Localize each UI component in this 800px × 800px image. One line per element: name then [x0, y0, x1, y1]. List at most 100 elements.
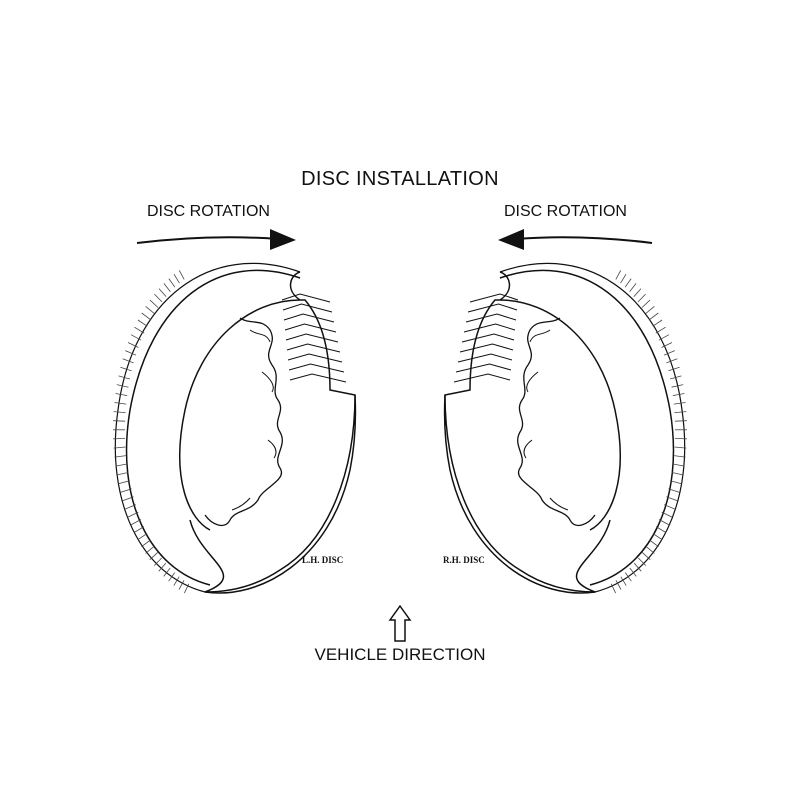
edge-hatch-line	[149, 299, 159, 308]
edge-hatch-line	[661, 511, 673, 518]
edge-hatch-line	[664, 504, 676, 510]
vane-line	[284, 323, 337, 333]
edge-hatch-line	[615, 580, 622, 590]
edge-hatch-line	[141, 539, 151, 548]
right-rotation-label: DISC ROTATION	[504, 203, 627, 220]
vane-line	[282, 303, 333, 313]
edge-hatch-line	[641, 299, 651, 308]
edge-hatch-line	[114, 455, 127, 458]
edge-hatch-line	[661, 342, 673, 348]
edge-hatch-line	[178, 270, 185, 280]
right-disc-illustration	[443, 262, 687, 594]
edge-hatch-line	[649, 539, 659, 548]
edge-hatch-line	[620, 576, 627, 586]
vane-line	[455, 363, 512, 373]
arrow-up-outline-icon	[388, 604, 412, 642]
edge-hatch-line	[673, 455, 686, 458]
edge-hatch-line	[620, 273, 627, 284]
edge-hatch-line	[127, 511, 139, 518]
lh-disc-label: L.H. DISC	[302, 555, 344, 565]
edge-hatch-line	[133, 526, 145, 533]
edge-hatch-line	[178, 580, 185, 590]
edge-hatch-line	[122, 496, 134, 502]
edge-hatch-line	[668, 488, 680, 493]
edge-hatch-line	[130, 334, 142, 341]
edge-hatch-line	[658, 334, 670, 341]
edge-hatch-line	[120, 488, 132, 493]
vane-line	[459, 343, 514, 353]
edge-hatch-line	[113, 411, 126, 413]
vane-line	[281, 293, 331, 303]
edge-hatch-line	[624, 572, 632, 582]
edge-hatch-line	[145, 306, 155, 314]
vane-line	[288, 363, 345, 373]
edge-hatch-line	[624, 278, 632, 288]
vane-line	[463, 323, 516, 333]
vane-line	[289, 373, 347, 383]
edge-hatch-line	[163, 283, 171, 293]
edge-hatch-line	[652, 319, 663, 327]
edge-hatch-line	[668, 366, 680, 372]
edge-hatch-line	[673, 402, 686, 405]
edge-hatch-line	[158, 288, 167, 297]
edge-hatch-line	[134, 326, 145, 334]
edge-hatch-line	[672, 393, 685, 396]
edge-hatch-line	[115, 393, 128, 396]
vane-line	[283, 313, 335, 323]
edge-hatch-line	[113, 438, 126, 440]
arrow-right-icon	[136, 229, 296, 250]
edge-hatch-line	[153, 557, 163, 566]
edge-hatch-line	[658, 519, 670, 526]
edge-hatch-line	[137, 533, 148, 541]
edge-hatch-line	[645, 306, 655, 314]
edge-hatch-line	[127, 342, 139, 348]
edge-hatch-line	[649, 312, 659, 321]
edge-hatch-line	[645, 545, 655, 554]
edge-hatch-line	[116, 472, 129, 476]
vehicle-direction-label: VEHICLE DIRECTION	[314, 645, 486, 664]
vane-line	[469, 293, 519, 303]
edge-hatch-line	[130, 519, 142, 526]
edge-hatch-line	[633, 288, 642, 297]
edge-hatch-line	[113, 446, 126, 449]
edge-hatch-line	[666, 496, 678, 502]
vane-line	[453, 373, 511, 383]
edge-hatch-line	[629, 567, 637, 577]
edge-hatch-line	[672, 463, 685, 467]
vane-line	[461, 333, 515, 343]
edge-hatch-line	[116, 384, 129, 388]
edge-hatch-line	[184, 583, 190, 594]
edge-hatch-line	[125, 350, 137, 356]
edge-hatch-line	[637, 293, 646, 303]
edge-hatch-line	[118, 480, 130, 485]
edge-hatch-line	[113, 420, 126, 422]
edge-hatch-line	[655, 526, 667, 533]
edge-hatch-line	[674, 411, 687, 413]
vane-line	[467, 303, 518, 313]
edge-hatch-line	[124, 504, 136, 510]
edge-hatch-line	[118, 375, 131, 380]
vane-line	[465, 313, 517, 323]
edge-hatch-line	[670, 480, 682, 485]
edge-hatch-line	[655, 326, 666, 334]
edge-hatch-line	[674, 438, 687, 440]
edge-hatch-line	[633, 562, 642, 572]
diagram-title: DISC INSTALLATION	[301, 168, 499, 190]
edge-hatch-line	[168, 572, 176, 582]
left-rotation-label: DISC ROTATION	[147, 203, 270, 220]
vane-line	[457, 353, 513, 363]
edge-hatch-line	[671, 472, 684, 476]
edge-hatch-line	[114, 402, 127, 405]
edge-hatch-line	[145, 545, 155, 554]
edge-hatch-line	[674, 420, 687, 422]
arrow-left-icon	[498, 229, 653, 250]
rh-disc-label: R.H. DISC	[443, 555, 485, 565]
edge-hatch-line	[615, 270, 622, 280]
edge-hatch-line	[641, 552, 651, 560]
edge-hatch-line	[122, 358, 134, 364]
vane-line	[287, 353, 343, 363]
left-disc-illustration	[113, 262, 357, 594]
edge-hatch-line	[154, 293, 163, 303]
edge-hatch-line	[115, 463, 128, 467]
